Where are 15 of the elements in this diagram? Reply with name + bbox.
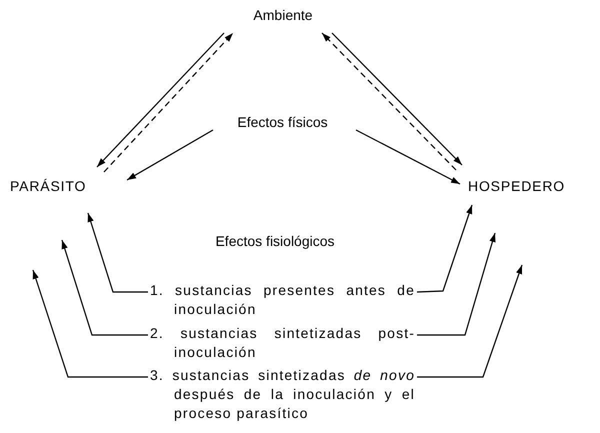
arrow	[87, 212, 148, 293]
node-label: Ambiente	[233, 5, 333, 26]
arrow	[61, 240, 148, 336]
node-label: HOSPEDERO	[468, 176, 598, 197]
arrow	[356, 129, 460, 185]
arrow	[126, 129, 214, 181]
list-item: 3. sustancias sintetizadas de novo después de la inoculación y el proceso parasítico	[150, 366, 415, 423]
list-item: 1. sustancias presentes antes de inoculación	[150, 281, 415, 319]
section-heading: Efectos fisiológicos	[214, 232, 336, 251]
arrow	[417, 232, 496, 336]
node-label: Efectos físicos	[210, 112, 355, 133]
node-label: PARÁSITO	[10, 176, 125, 197]
arrow	[32, 270, 148, 378]
arrow	[416, 204, 473, 293]
arrow	[417, 264, 523, 378]
